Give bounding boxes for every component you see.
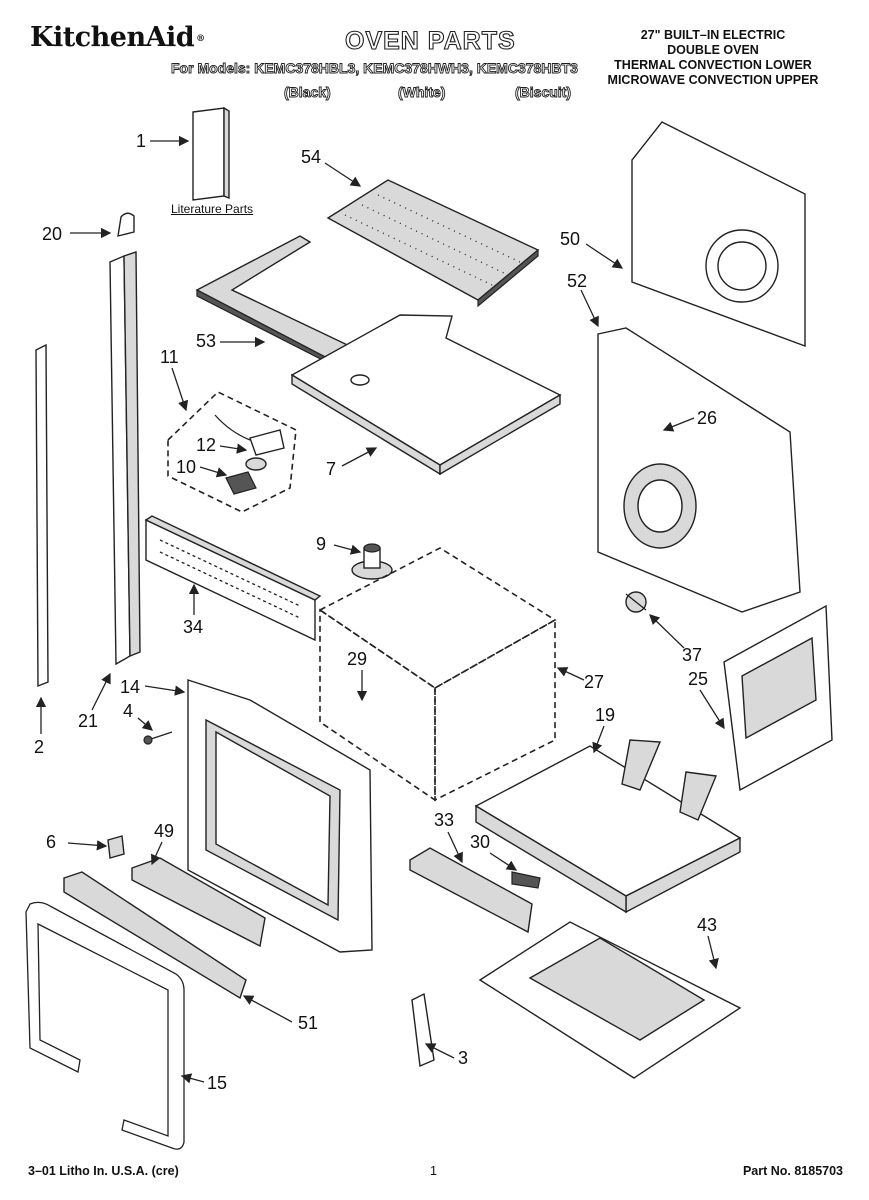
callout-3: 3 bbox=[458, 1048, 469, 1068]
callout-14: 14 bbox=[120, 677, 141, 697]
callout-12: 12 bbox=[196, 435, 217, 455]
callout-49: 49 bbox=[154, 821, 175, 841]
description-line: MICROWAVE CONVECTION UPPER bbox=[607, 73, 819, 87]
description-line: DOUBLE OVEN bbox=[667, 43, 759, 57]
fan-motor-part bbox=[351, 543, 393, 580]
side-rail-part bbox=[109, 251, 141, 666]
bracket-part bbox=[107, 835, 125, 859]
screw-part bbox=[143, 731, 173, 745]
drawer-pan-part bbox=[478, 921, 742, 1079]
callout-43: 43 bbox=[697, 915, 718, 935]
description-line: THERMAL CONVECTION LOWER bbox=[614, 58, 812, 72]
callout-2: 2 bbox=[34, 737, 45, 757]
callout-29: 29 bbox=[347, 649, 368, 669]
callout-37: 37 bbox=[682, 645, 703, 665]
callout-11: 11 bbox=[160, 347, 179, 367]
callout-25: 25 bbox=[688, 669, 709, 689]
part-number: Part No. 8185703 bbox=[742, 1164, 843, 1178]
callout-27: 27 bbox=[584, 672, 605, 692]
side-panel-part bbox=[723, 604, 833, 792]
color-biscuit: (Biscuit) bbox=[515, 84, 572, 101]
callout-4: 4 bbox=[123, 701, 134, 721]
callout-20: 20 bbox=[42, 224, 63, 244]
sensor-part bbox=[214, 414, 285, 495]
oven-cavity-part bbox=[318, 547, 557, 802]
color-black: (Black) bbox=[284, 84, 332, 101]
callout-52: 52 bbox=[567, 271, 588, 291]
lower-rail-part bbox=[409, 847, 533, 934]
page-number: 1 bbox=[430, 1164, 437, 1178]
trim-bar-part bbox=[63, 871, 247, 1000]
drawer-clip-part bbox=[511, 871, 541, 889]
perforated-panel-part bbox=[326, 179, 540, 308]
drawer-box-part bbox=[474, 739, 742, 914]
front-frame-part bbox=[187, 679, 373, 953]
registered-mark: ® bbox=[196, 33, 205, 44]
litho-note: 3–01 Litho In. U.S.A. (cre) bbox=[28, 1164, 179, 1178]
brand-name: KitchenAid bbox=[30, 22, 195, 53]
callout-53: 53 bbox=[196, 331, 217, 351]
product-description: 27" BUILT–IN ELECTRIC DOUBLE OVEN THERMA… bbox=[583, 28, 843, 88]
top-plate-part bbox=[290, 314, 562, 476]
side-trim-part bbox=[35, 343, 49, 688]
callout-50: 50 bbox=[560, 229, 581, 249]
callout-51: 51 bbox=[298, 1013, 319, 1033]
page-title: OVEN PARTS bbox=[344, 26, 516, 55]
callout-54: 54 bbox=[301, 147, 322, 167]
description-line: 27" BUILT–IN ELECTRIC bbox=[640, 28, 786, 42]
callout-1: 1 bbox=[136, 131, 147, 151]
callout-34: 34 bbox=[183, 617, 204, 637]
door-gasket-part bbox=[25, 901, 185, 1150]
callout-30: 30 bbox=[470, 832, 491, 852]
thermostat-part bbox=[625, 591, 647, 613]
callout-21: 21 bbox=[78, 711, 99, 731]
callout-6: 6 bbox=[46, 832, 57, 852]
callout-7: 7 bbox=[326, 459, 337, 479]
clip-part bbox=[117, 212, 135, 237]
color-white: (White) bbox=[398, 84, 446, 101]
callout-15: 15 bbox=[207, 1073, 228, 1093]
models-line: For Models: KEMC378HBL3, KEMC378HWH3, KE… bbox=[171, 60, 579, 77]
sensor-group-outline bbox=[167, 391, 297, 513]
kitchenaid-logo: KitchenAid® bbox=[30, 22, 205, 53]
callout-33: 33 bbox=[434, 810, 455, 830]
vent-grille-part bbox=[144, 515, 322, 642]
callout-10: 10 bbox=[176, 457, 197, 477]
rear-wall-part bbox=[597, 327, 801, 613]
callout-19: 19 bbox=[595, 705, 616, 725]
rear-panel-part bbox=[631, 121, 806, 348]
literature-booklet-part bbox=[192, 106, 230, 201]
callout-9: 9 bbox=[316, 534, 327, 554]
literature-parts-label: Literature Parts bbox=[171, 202, 254, 216]
callout-26: 26 bbox=[697, 408, 718, 428]
